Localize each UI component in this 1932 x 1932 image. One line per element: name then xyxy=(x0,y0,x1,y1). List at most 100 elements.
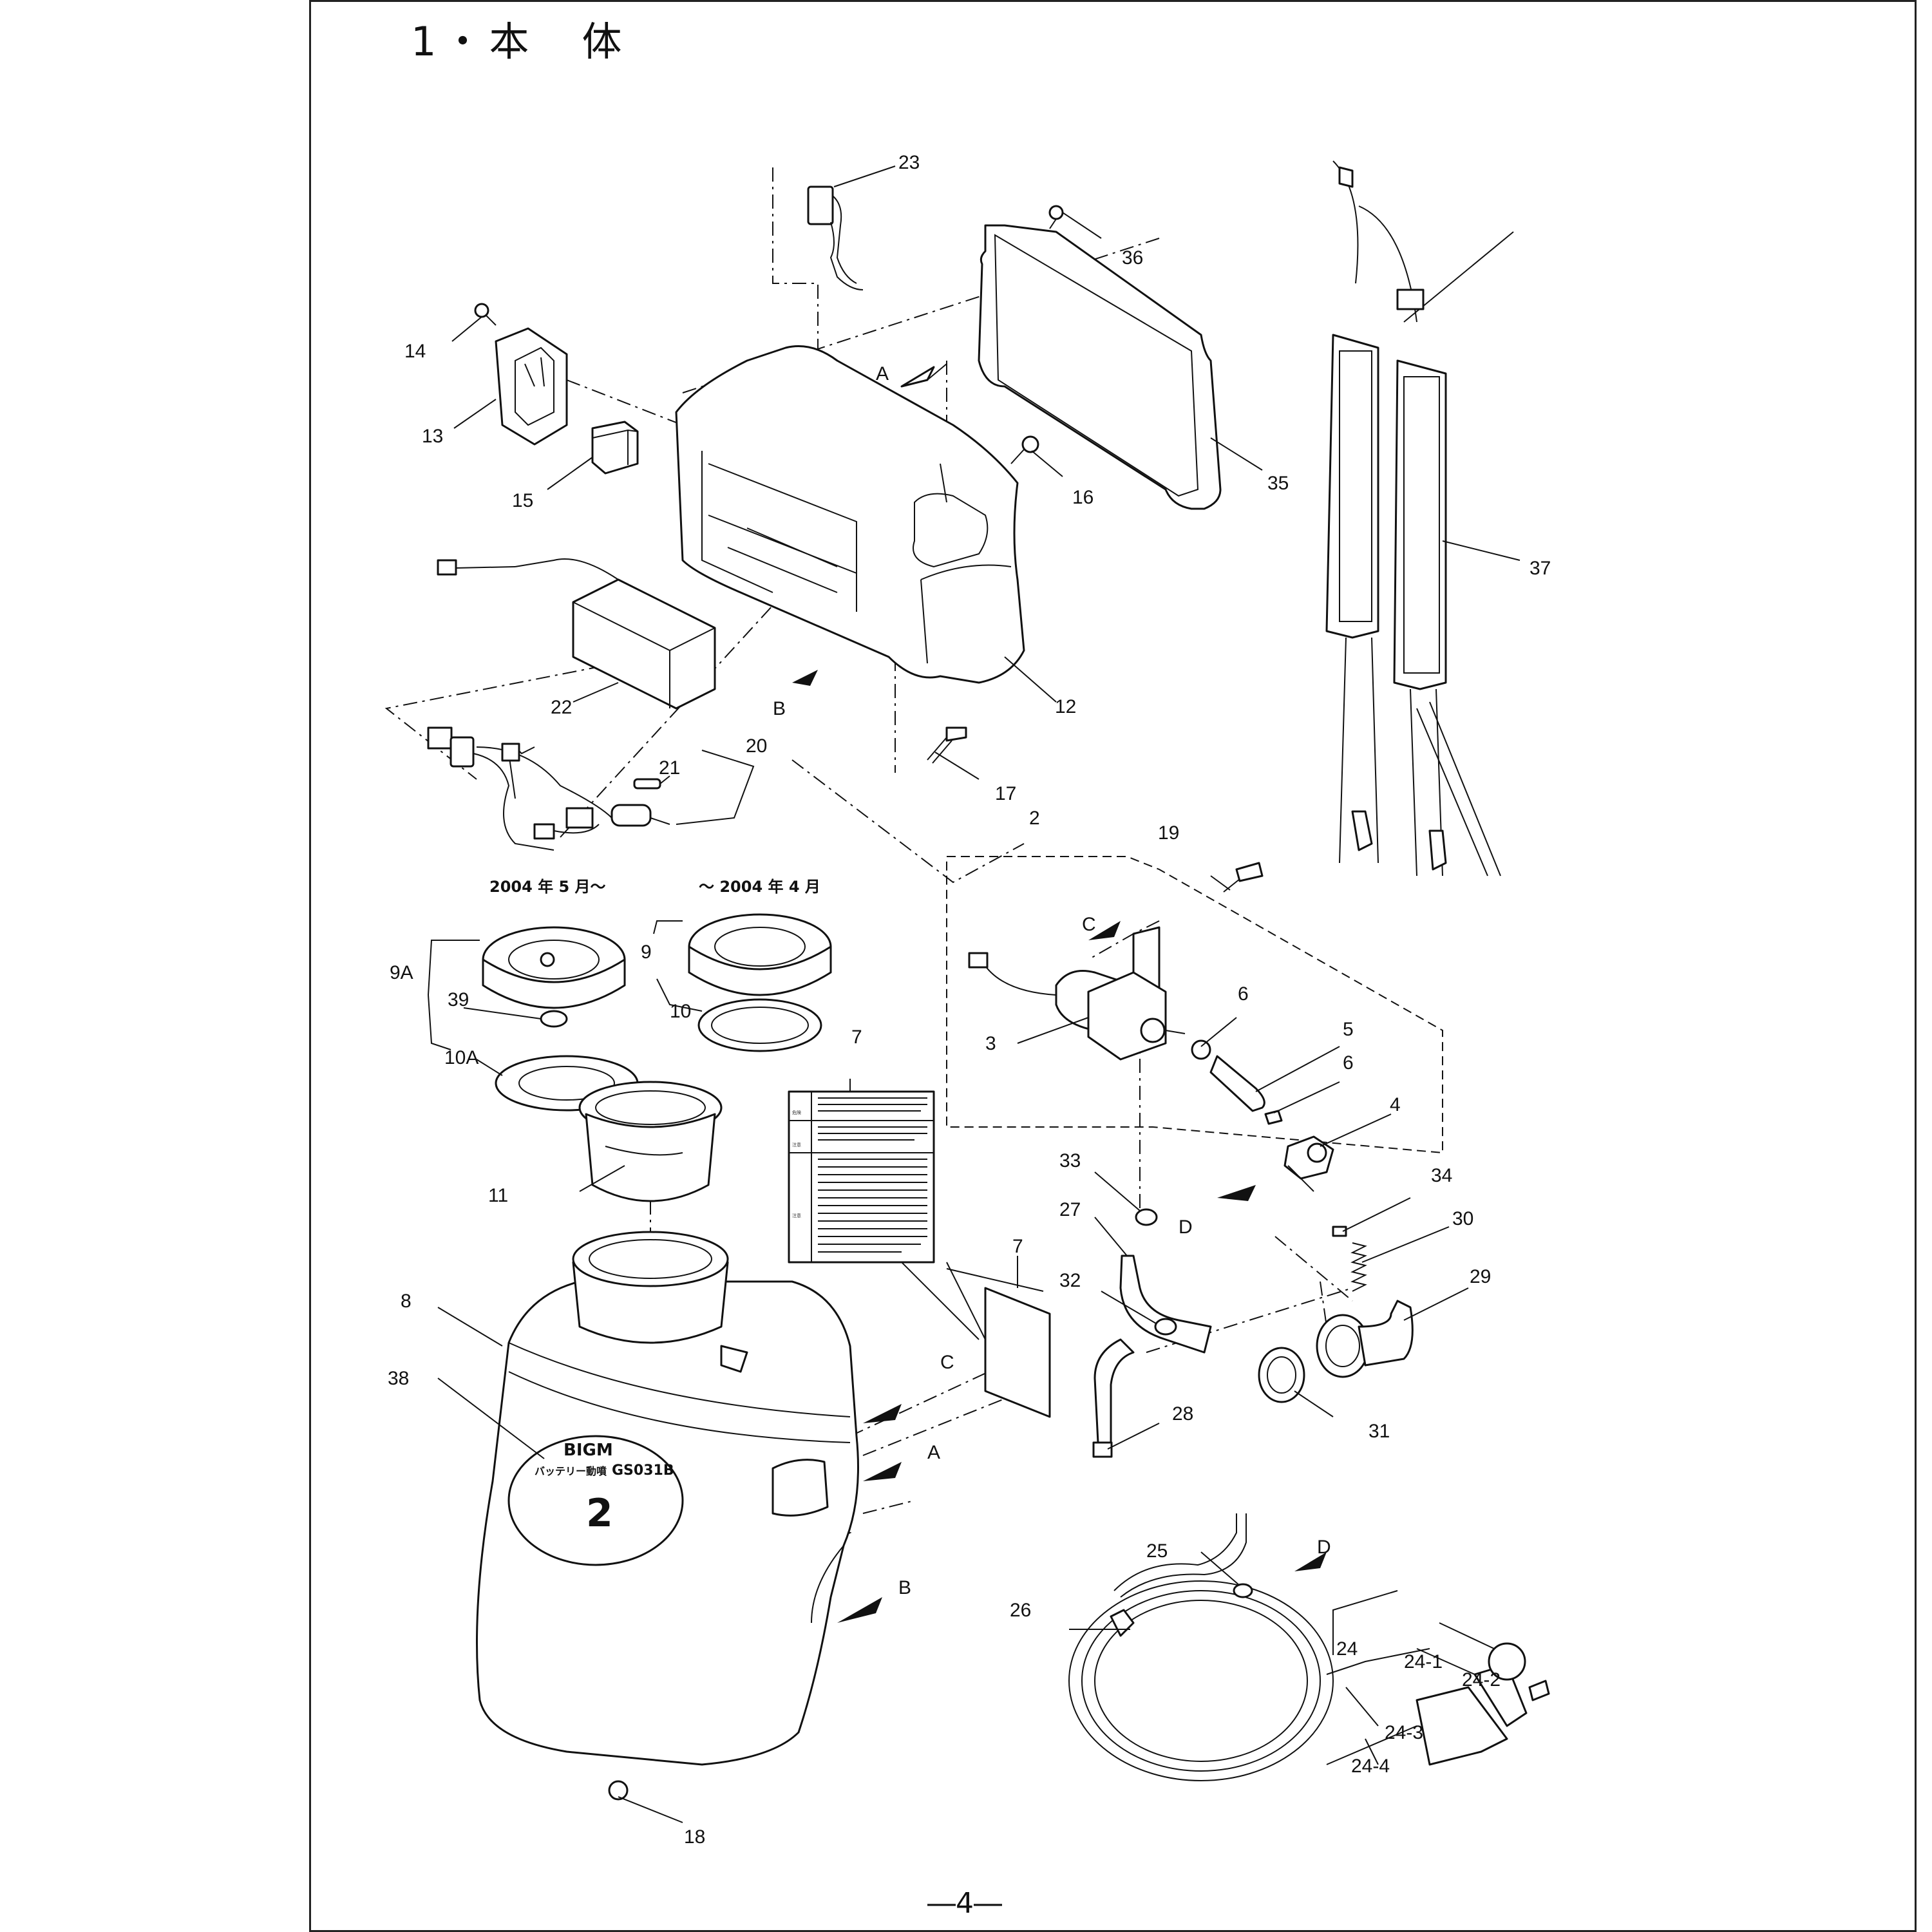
part-label-10: 10 xyxy=(670,1001,691,1022)
part-30-spring xyxy=(1350,1242,1367,1292)
part-label-9a: 9A xyxy=(390,962,413,983)
part-3-pump xyxy=(968,926,1186,1061)
tank-capacity-text: 2 xyxy=(586,1491,613,1536)
part-6-clamp-lower xyxy=(1264,1110,1283,1125)
part-21-fuse xyxy=(633,778,661,790)
arrow-a-upper xyxy=(900,363,947,388)
part-label-33: 33 xyxy=(1059,1150,1081,1171)
part-label-18: 18 xyxy=(684,1826,705,1848)
part-label-29: 29 xyxy=(1470,1266,1491,1287)
arrow-label-a-lower: A xyxy=(927,1442,940,1463)
part-31-ring xyxy=(1258,1347,1305,1403)
version-note-new: 2004 年 5 月～ xyxy=(489,878,606,896)
part-label-24-3: 24-3 xyxy=(1385,1722,1423,1743)
part-32-clamp xyxy=(1154,1318,1177,1336)
part-label-36: 36 xyxy=(1122,247,1143,269)
warning-label-section-3: 注意 xyxy=(792,1213,801,1218)
part-label-17: 17 xyxy=(995,783,1016,804)
arrow-a-lower xyxy=(863,1462,902,1481)
arrow-label-b-lower: B xyxy=(898,1577,911,1598)
part-label-26: 26 xyxy=(1010,1600,1031,1621)
part-label-12: 12 xyxy=(1055,696,1076,717)
part-label-24: 24 xyxy=(1336,1638,1358,1660)
arrow-d-upper xyxy=(1217,1185,1256,1201)
page-title: 1・本 体 xyxy=(411,18,629,65)
part-label-39: 39 xyxy=(448,989,469,1010)
arrow-label-a-upper: A xyxy=(876,363,889,384)
part-label-21: 21 xyxy=(659,757,680,779)
part-label-23: 23 xyxy=(898,152,920,173)
part-9a-cap-new xyxy=(482,926,626,1009)
part-4-valve xyxy=(1283,1135,1334,1192)
tank-brand-text: BIGM xyxy=(564,1441,613,1460)
part-12-frame xyxy=(675,345,1025,684)
part-label-7b: 7 xyxy=(1012,1236,1023,1257)
part-label-14: 14 xyxy=(404,341,426,362)
part-label-4: 4 xyxy=(1390,1094,1401,1115)
arrow-c-upper xyxy=(1088,921,1121,940)
tank-product-type-text: バッテリー動噴 xyxy=(535,1465,607,1477)
part-label-22: 22 xyxy=(551,697,572,718)
part-20-harness xyxy=(427,726,670,851)
part-label-24-2: 24-2 xyxy=(1462,1669,1501,1690)
part-number-labels: 2 3 4 5 6 6 7 7 8 9 9A 10 10A 11 12 13 1… xyxy=(388,152,1551,1848)
part-label-5: 5 xyxy=(1343,1019,1354,1040)
arrow-d-lower xyxy=(1294,1552,1327,1571)
tank-model-text: GS031B xyxy=(612,1463,674,1479)
part-label-28: 28 xyxy=(1172,1403,1193,1425)
part-27-hose xyxy=(1119,1255,1212,1354)
warning-label-section-1: 危険 xyxy=(792,1110,801,1115)
part-16-screw xyxy=(1010,435,1039,464)
part-label-25: 25 xyxy=(1146,1540,1168,1562)
part-label-16: 16 xyxy=(1072,487,1094,508)
arrow-c-lower xyxy=(863,1404,902,1423)
arrow-b-lower xyxy=(837,1597,882,1623)
part-19-bolt xyxy=(1223,862,1264,893)
part-23-switch xyxy=(807,185,864,290)
part-label-27: 27 xyxy=(1059,1199,1081,1220)
part-label-35: 35 xyxy=(1267,473,1289,494)
part-35-lid xyxy=(978,224,1222,510)
part-label-10a: 10A xyxy=(444,1047,478,1068)
warning-label-section-2: 注意 xyxy=(792,1142,801,1148)
part-7-warning-label: 危険 注意 注意 xyxy=(788,1090,935,1264)
part-37-straps xyxy=(1325,160,1514,876)
part-label-6b: 6 xyxy=(1343,1052,1354,1074)
part-29-filter xyxy=(1316,1300,1414,1378)
arrow-b-upper xyxy=(792,670,818,686)
part-label-31: 31 xyxy=(1368,1421,1390,1442)
part-6-clamp-upper xyxy=(1191,1039,1211,1060)
arrow-label-c-upper: C xyxy=(1082,914,1096,935)
arrow-label-b-upper: B xyxy=(773,698,786,719)
arrow-label-c-lower: C xyxy=(940,1352,954,1373)
part-26-clip xyxy=(1110,1609,1135,1637)
part-17-bolt xyxy=(927,726,967,764)
part-22-battery xyxy=(437,558,716,710)
part-label-19: 19 xyxy=(1158,822,1179,844)
part-9-cap-old xyxy=(688,913,832,996)
part-label-6a: 6 xyxy=(1238,983,1249,1005)
page-number: ―4― xyxy=(927,1887,1002,1920)
part-label-15: 15 xyxy=(512,490,533,511)
version-note-old: ～ 2004 年 4 月 xyxy=(699,878,820,896)
part-5-hose xyxy=(1209,1055,1265,1112)
part-label-30: 30 xyxy=(1452,1208,1473,1229)
part-label-37: 37 xyxy=(1530,558,1551,579)
part-label-9: 9 xyxy=(641,942,652,963)
part-label-34: 34 xyxy=(1431,1165,1452,1186)
part-28-hose xyxy=(1092,1338,1135,1458)
part-33-clamp xyxy=(1135,1208,1158,1226)
part-label-7a: 7 xyxy=(851,1027,862,1048)
part-39-washer xyxy=(540,1010,568,1028)
part-label-32: 32 xyxy=(1059,1270,1081,1291)
part-11-strainer xyxy=(578,1081,723,1202)
part-label-8: 8 xyxy=(401,1291,412,1312)
part-36-screw xyxy=(1048,205,1064,229)
part-15-sponge xyxy=(591,421,639,475)
part-label-3: 3 xyxy=(985,1033,996,1054)
part-25-clamp xyxy=(1233,1583,1253,1598)
arrow-label-d-upper: D xyxy=(1179,1217,1193,1238)
part-label-11: 11 xyxy=(488,1185,508,1206)
part-24-hose-assembly xyxy=(1068,1513,1550,1781)
